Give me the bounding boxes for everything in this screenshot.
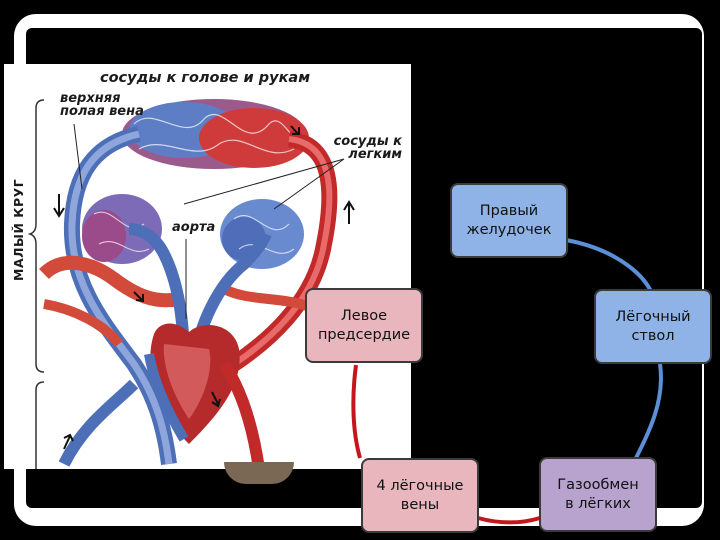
label-head-vessels: сосуды к голове и рукам xyxy=(100,70,311,86)
arc-veins-to-atrium xyxy=(351,364,362,459)
node-gas-exchange: Газообмен в лёгких xyxy=(539,457,657,532)
circulation-illustration: сосуды к голове и рукам верхняя полая ве… xyxy=(4,64,411,469)
node-pulmonary-veins: 4 лёгочные вены xyxy=(361,458,479,533)
decorative-blob xyxy=(224,462,294,484)
arc-trunk-to-gas xyxy=(633,363,663,461)
circulation-drawing xyxy=(4,64,411,469)
label-lung-vessels: сосуды к легким xyxy=(333,134,402,162)
label-superior-vena-cava: верхняя полая вена xyxy=(60,91,144,119)
node-pulmonary-trunk: Лёгочный ствол xyxy=(594,289,712,364)
label-aorta: аорта xyxy=(172,220,216,235)
node-left-atrium: Левое предсердие xyxy=(305,288,423,363)
node-right-ventricle: Правый желудочек xyxy=(450,183,568,258)
arc-gas-to-veins xyxy=(477,516,541,525)
